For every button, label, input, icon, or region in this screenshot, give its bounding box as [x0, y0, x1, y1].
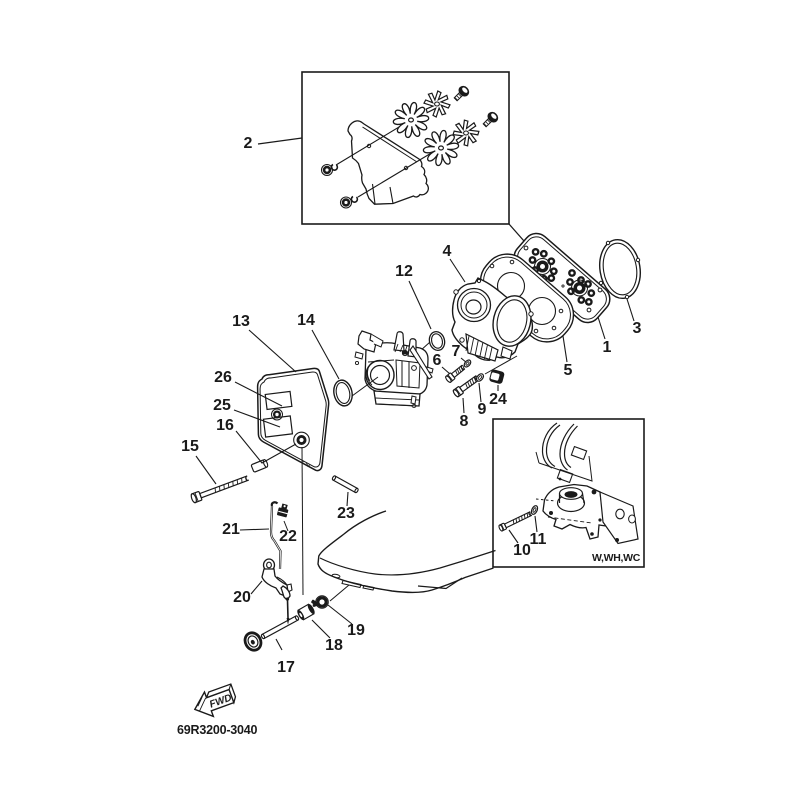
svg-text:15: 15	[181, 438, 199, 455]
svg-text:12: 12	[395, 263, 413, 280]
svg-text:6: 6	[433, 352, 442, 369]
svg-text:21: 21	[222, 521, 240, 538]
svg-text:18: 18	[325, 637, 343, 654]
svg-text:24: 24	[489, 391, 507, 408]
svg-text:23: 23	[337, 505, 355, 522]
svg-text:20: 20	[233, 589, 251, 606]
svg-text:2: 2	[244, 135, 253, 152]
svg-text:17: 17	[277, 659, 295, 676]
svg-text:19: 19	[347, 622, 365, 639]
svg-text:69R3200-3040: 69R3200-3040	[177, 723, 258, 737]
svg-text:10: 10	[513, 542, 531, 559]
svg-text:3: 3	[633, 320, 642, 337]
svg-text:5: 5	[564, 362, 573, 379]
svg-text:4: 4	[443, 243, 452, 260]
svg-text:8: 8	[460, 413, 469, 430]
svg-text:22: 22	[279, 528, 297, 545]
svg-text:16: 16	[216, 417, 234, 434]
svg-text:7: 7	[452, 343, 461, 360]
svg-text:13: 13	[232, 313, 250, 330]
svg-text:1: 1	[603, 339, 612, 356]
svg-text:9: 9	[478, 401, 487, 418]
svg-text:⌜↘: ⌜↘	[301, 461, 310, 469]
svg-text:W,WH,WC: W,WH,WC	[592, 552, 641, 564]
svg-text:11: 11	[530, 531, 547, 548]
svg-text:25: 25	[213, 397, 231, 414]
svg-text:26: 26	[214, 369, 232, 386]
svg-text:14: 14	[297, 312, 315, 329]
